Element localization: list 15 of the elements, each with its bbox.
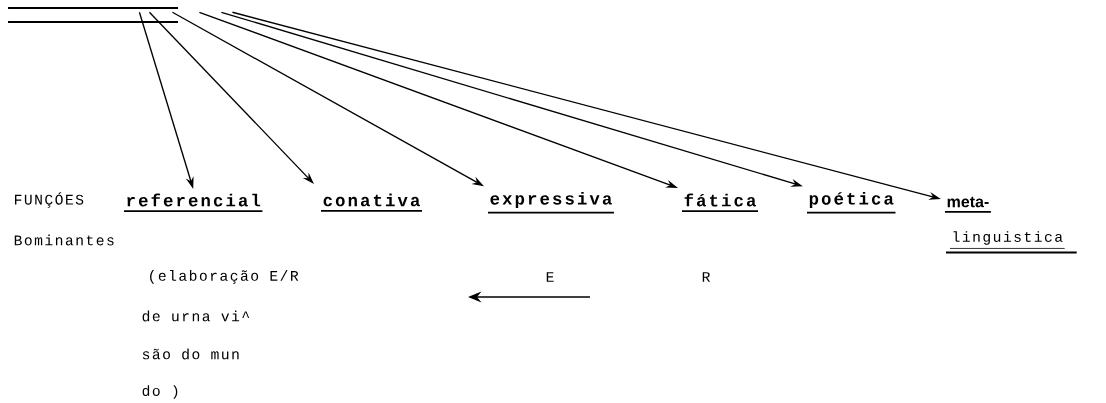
text: Bominantes: [14, 234, 114, 246]
function-word: expressiva: [487, 191, 615, 214]
text: (elaboração E/R: [150, 270, 299, 284]
text: E: [546, 272, 554, 282]
function-word: conativa: [320, 193, 423, 212]
function-word: meta- linguistica: [944, 196, 1078, 254]
text: de urna vi^: [142, 310, 250, 322]
text: do ): [142, 385, 178, 399]
function-word: fática: [681, 193, 759, 212]
function-word: referencial: [123, 193, 264, 212]
text: R: [702, 272, 711, 282]
double-rule-bar: [8, 6, 178, 24]
text: são do mun: [142, 348, 239, 360]
text: FUNÇÓES: [15, 192, 84, 208]
function-word: poética: [806, 191, 897, 214]
